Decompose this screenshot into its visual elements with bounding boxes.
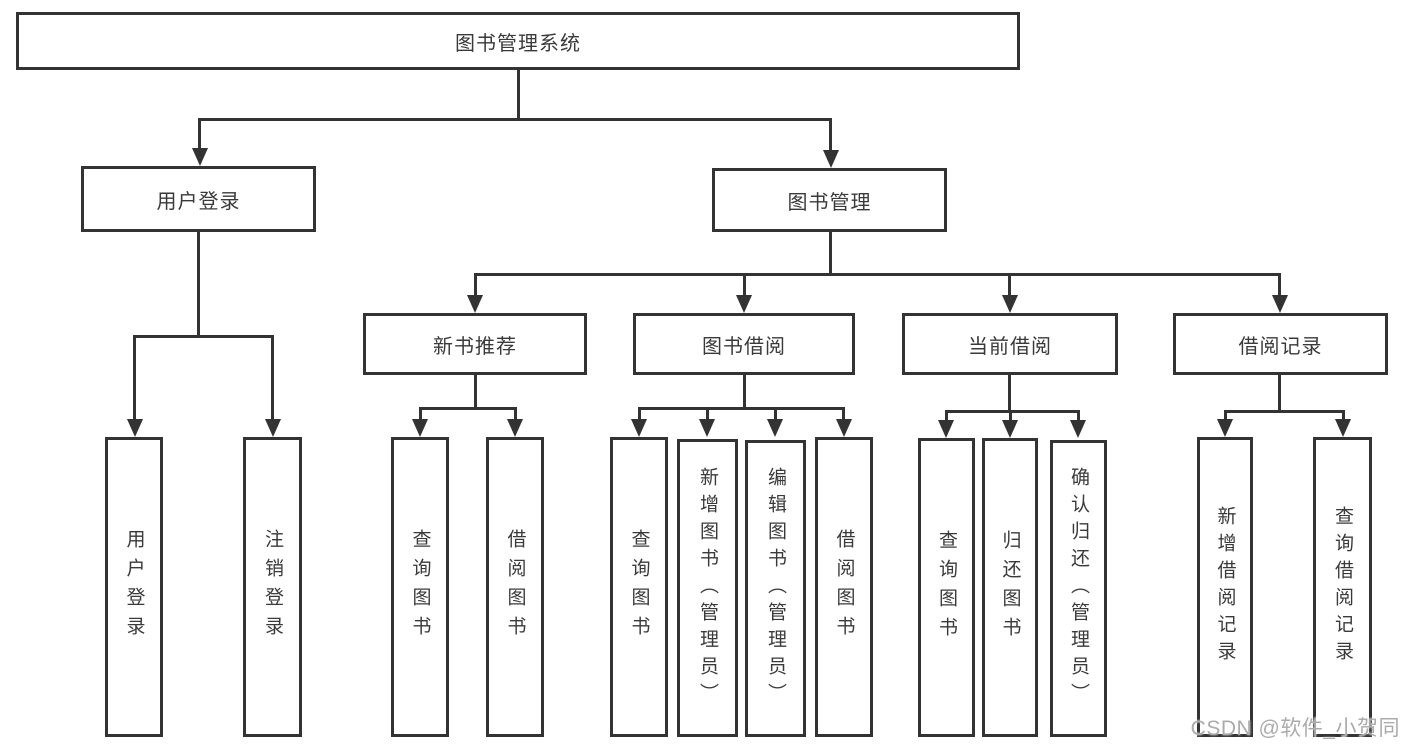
leaf-add-borrow-record-label: 新增借阅记录 [1214, 506, 1236, 668]
arrow-down-icon [736, 295, 752, 313]
leaf-logout-label: 注销登录 [262, 529, 283, 645]
connector-sec3-drop-2 [1009, 410, 1012, 422]
connector-sec2-stem [743, 375, 746, 407]
connector-sec1-drop-2 [514, 407, 517, 421]
leaf-add-borrow-record: 新增借阅记录 [1197, 437, 1253, 737]
leaf-add-book-admin-label: 新增图书（管理员） [697, 466, 718, 710]
leaf-query-borrow-record: 查询借阅记录 [1313, 437, 1372, 737]
leaf-return-book-label: 归还图书 [999, 529, 1021, 646]
arrow-down-icon [938, 420, 954, 438]
arrow-down-icon [767, 419, 783, 437]
node-borrow-records: 借阅记录 [1173, 313, 1388, 375]
arrow-down-icon [836, 419, 852, 437]
arrow-down-icon [127, 419, 143, 437]
node-book-mgmt: 图书管理 [712, 168, 947, 232]
node-user-login-label: 用户登录 [156, 190, 241, 213]
connector-sec2-drop-4 [842, 407, 845, 421]
node-book-borrow-label: 图书借阅 [702, 335, 786, 358]
leaf-add-book-admin: 新增图书（管理员） [677, 439, 738, 737]
connector-userlogin-drop-2 [271, 335, 274, 421]
arrow-down-icon [192, 148, 208, 166]
connector-sec2-drop-2 [706, 407, 709, 421]
leaf-query-borrow-record-label: 查询借阅记录 [1332, 506, 1353, 668]
connector-bookmgmt-drop-1 [474, 273, 477, 297]
node-new-book-rec-label: 新书推荐 [433, 335, 517, 358]
arrow-down-icon [1002, 295, 1018, 313]
node-user-login: 用户登录 [81, 166, 316, 232]
connector-sec2-bar [638, 407, 845, 410]
leaf-edit-book-admin: 编辑图书（管理员） [745, 440, 806, 737]
connector-userlogin-stem [197, 232, 200, 335]
arrow-down-icon [1002, 420, 1018, 438]
connector-root-drop-left [198, 118, 201, 150]
connector-bookmgmt-drop-3 [1008, 273, 1011, 297]
leaf-rec-query-book: 查询图书 [391, 437, 449, 737]
connector-bookmgmt-drop-2 [743, 273, 746, 297]
connector-userlogin-bar [133, 335, 274, 338]
leaf-return-book: 归还图书 [982, 438, 1038, 737]
connector-root-bar [198, 118, 832, 121]
leaf-logout: 注销登录 [243, 437, 302, 737]
node-current-borrow: 当前借阅 [902, 313, 1118, 375]
arrow-down-icon [507, 419, 523, 437]
connector-sec3-bar [945, 410, 1079, 413]
arrow-down-icon [1272, 295, 1288, 313]
node-root-label: 图书管理系统 [455, 32, 581, 55]
node-root: 图书管理系统 [16, 12, 1020, 70]
leaf-borrow-book: 借阅图书 [815, 437, 873, 737]
connector-bookmgmt-drop-4 [1278, 273, 1281, 297]
leaf-rec-borrow-book: 借阅图书 [486, 437, 544, 737]
connector-sec4-drop-1 [1224, 410, 1227, 421]
leaf-rec-borrow-book-label: 借阅图书 [504, 529, 526, 645]
connector-sec1-drop-1 [419, 407, 422, 421]
connector-sec3-stem [1008, 374, 1011, 410]
connector-root-drop-right [829, 118, 832, 152]
leaf-rec-query-book-label: 查询图书 [409, 529, 431, 645]
arrow-down-icon [823, 150, 839, 168]
node-book-mgmt-label: 图书管理 [787, 191, 872, 214]
arrow-down-icon [1335, 419, 1351, 437]
csdn-watermark: CSDN @软件_小贺同学 [1190, 717, 1400, 740]
leaf-user-login-label: 用户登录 [123, 529, 145, 645]
leaf-borrow-book-label: 借阅图书 [833, 529, 855, 645]
arrow-down-icon [1217, 419, 1233, 437]
leaf-borrow-query-book-label: 查询图书 [628, 529, 650, 645]
node-book-borrow: 图书借阅 [633, 313, 855, 375]
leaf-current-query-book-label: 查询图书 [936, 529, 957, 646]
node-current-borrow-label: 当前借阅 [968, 335, 1052, 358]
arrow-down-icon [467, 295, 483, 313]
connector-bookmgmt-stem [829, 232, 832, 273]
node-new-book-rec: 新书推荐 [363, 313, 587, 375]
arrow-down-icon [699, 419, 715, 437]
leaf-user-login: 用户登录 [105, 437, 163, 737]
leaf-edit-book-admin-label: 编辑图书（管理员） [765, 467, 786, 710]
node-borrow-records-label: 借阅记录 [1238, 335, 1323, 358]
connector-sec2-drop-3 [774, 407, 777, 421]
connector-sec1-stem [474, 375, 477, 407]
arrow-down-icon [265, 419, 281, 437]
connector-sec4-stem [1278, 374, 1281, 410]
connector-sec4-bar [1224, 410, 1344, 413]
connector-sec1-bar [419, 407, 517, 410]
connector-bookmgmt-bar [474, 273, 1281, 276]
leaf-borrow-query-book: 查询图书 [610, 437, 668, 737]
arrow-down-icon [1070, 420, 1086, 438]
connector-sec3-drop-3 [1077, 410, 1080, 422]
arrow-down-icon [412, 419, 428, 437]
leaf-confirm-return-admin: 确认归还（管理员） [1050, 440, 1107, 737]
connector-root-stem [517, 70, 520, 118]
connector-sec4-drop-2 [1342, 410, 1345, 421]
arrow-down-icon [631, 419, 647, 437]
leaf-confirm-return-admin-label: 确认归还（管理员） [1068, 467, 1089, 710]
connector-userlogin-drop-1 [133, 335, 136, 421]
connector-sec3-drop-1 [945, 410, 948, 422]
leaf-current-query-book: 查询图书 [918, 438, 975, 737]
connector-sec2-drop-1 [638, 407, 641, 421]
